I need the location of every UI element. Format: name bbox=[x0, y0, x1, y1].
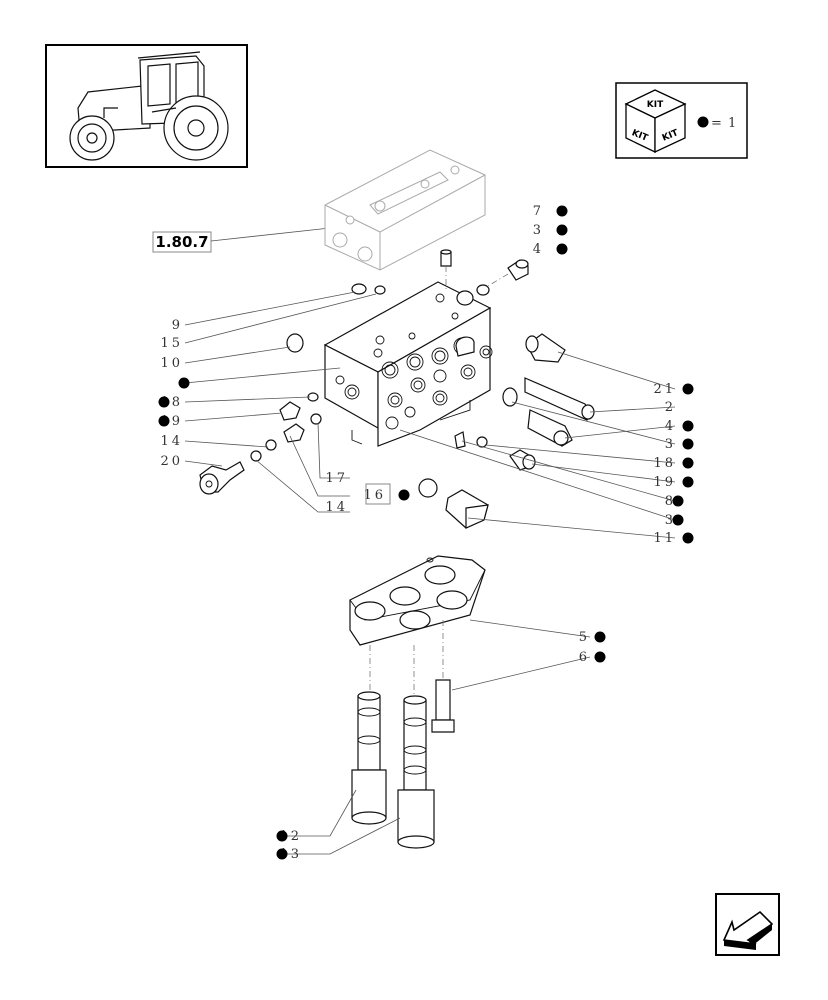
kit-bullet bbox=[697, 116, 709, 128]
callout-13: 13 bbox=[276, 847, 299, 862]
previous-page-button[interactable] bbox=[715, 893, 780, 956]
callout-17: 17 bbox=[325, 471, 348, 486]
callout-number: 21 bbox=[653, 382, 676, 397]
callout-21: 21 bbox=[653, 382, 694, 397]
kit-bullet-dot bbox=[594, 651, 606, 663]
callout-10: 10 bbox=[160, 356, 183, 371]
callout-number: 9 bbox=[172, 318, 183, 333]
kit-bullet-dot bbox=[556, 243, 568, 255]
callout-18: 18 bbox=[653, 456, 694, 471]
callout-number: 19 bbox=[653, 475, 676, 490]
callout-16-box bbox=[365, 483, 391, 505]
kit-bullet-dot bbox=[556, 224, 568, 236]
callout-number: 14 bbox=[160, 434, 183, 449]
callout-number: 17 bbox=[325, 471, 348, 486]
callout-number: 4 bbox=[533, 242, 544, 257]
callout-5: 5 bbox=[579, 630, 606, 645]
callout-bullet bbox=[178, 377, 190, 389]
kit-bullet-dot bbox=[276, 848, 288, 860]
kit-bullet-dot bbox=[682, 438, 694, 450]
loose-parts bbox=[199, 249, 595, 529]
callout-number: 11 bbox=[653, 531, 676, 546]
kit-bullet-dot bbox=[682, 532, 694, 544]
ghost-valve-block bbox=[324, 149, 486, 271]
leader-lines bbox=[184, 291, 676, 855]
callout-number: 6 bbox=[579, 650, 590, 665]
reference-box[interactable]: 1.80.7 bbox=[152, 227, 331, 253]
callout-4: 4 bbox=[533, 242, 568, 257]
callout-number: 3 bbox=[533, 223, 544, 238]
kit-bullet-dot bbox=[682, 383, 694, 395]
kit-bullet-dot bbox=[398, 489, 410, 501]
kit-bullet-dot bbox=[594, 631, 606, 643]
callout-number: 5 bbox=[579, 630, 590, 645]
tractor-thumbnail bbox=[45, 44, 248, 168]
callout-number: 10 bbox=[160, 356, 183, 371]
reference-label[interactable]: 1.80.7 bbox=[155, 233, 208, 251]
callout-number: 3 bbox=[665, 513, 676, 528]
callout-number: 2 bbox=[665, 400, 676, 415]
callout-number: 4 bbox=[665, 419, 676, 434]
callout-number: 3 bbox=[665, 437, 676, 452]
kit-bullet-dot bbox=[556, 205, 568, 217]
kit-bullet-dot bbox=[276, 830, 288, 842]
callout-19: 19 bbox=[158, 414, 180, 429]
kit-legend: KIT KIT KIT = 1 bbox=[615, 82, 748, 159]
callout-14: 14 bbox=[160, 434, 183, 449]
callout-number: 15 bbox=[160, 336, 183, 351]
kit-bullet-dot bbox=[672, 514, 684, 526]
previous-page-arrow-icon bbox=[722, 910, 774, 950]
main-valve-block bbox=[323, 281, 493, 447]
callout-6: 6 bbox=[579, 650, 606, 665]
callout-number: 16 bbox=[363, 488, 386, 503]
cartridge-valves bbox=[351, 679, 455, 849]
callout-15: 15 bbox=[160, 336, 183, 351]
kit-label-top: KIT bbox=[647, 100, 664, 110]
callout-3: 3 bbox=[665, 437, 694, 452]
callout-number: 7 bbox=[533, 204, 544, 219]
callout-11: 11 bbox=[653, 531, 694, 546]
callout-18: 18 bbox=[158, 395, 180, 410]
kit-bullet-dot bbox=[158, 415, 170, 427]
callout-16: 16 bbox=[363, 488, 410, 503]
kit-bullet-dot bbox=[682, 420, 694, 432]
callout-9: 9 bbox=[172, 318, 183, 333]
callout-number: 14 bbox=[325, 500, 348, 515]
kit-bullet-dot bbox=[672, 495, 684, 507]
callout-14: 14 bbox=[325, 500, 348, 515]
kit-bullet-dot bbox=[682, 476, 694, 488]
kit-bullet-dot bbox=[158, 396, 170, 408]
callout-7: 7 bbox=[533, 204, 568, 219]
kit-bullet-dot bbox=[682, 457, 694, 469]
kit-bullet-dot bbox=[178, 377, 190, 389]
callout-19: 19 bbox=[653, 475, 694, 490]
tractor-icon bbox=[69, 51, 229, 161]
callout-2: 2 bbox=[665, 400, 676, 415]
lower-plate bbox=[349, 555, 486, 695]
callout-4: 4 bbox=[665, 419, 694, 434]
callout-number: 18 bbox=[653, 456, 676, 471]
kit-equals-text: = 1 bbox=[711, 116, 737, 131]
callout-3: 3 bbox=[533, 223, 568, 238]
callout-number: 20 bbox=[160, 454, 183, 469]
callout-12: 12 bbox=[276, 829, 299, 844]
kit-box-icon: KIT KIT KIT bbox=[624, 89, 687, 154]
callout-labels: 7 3 4 9 15 10 18 19 14 20 17 14 16 21 2 4 3 18 19 8 3 11 5 6 12 1… bbox=[158, 204, 694, 862]
callout-20: 20 bbox=[160, 454, 183, 469]
callout-8: 8 bbox=[665, 494, 684, 509]
callout-3: 3 bbox=[665, 513, 684, 528]
callout-number: 8 bbox=[665, 494, 676, 509]
